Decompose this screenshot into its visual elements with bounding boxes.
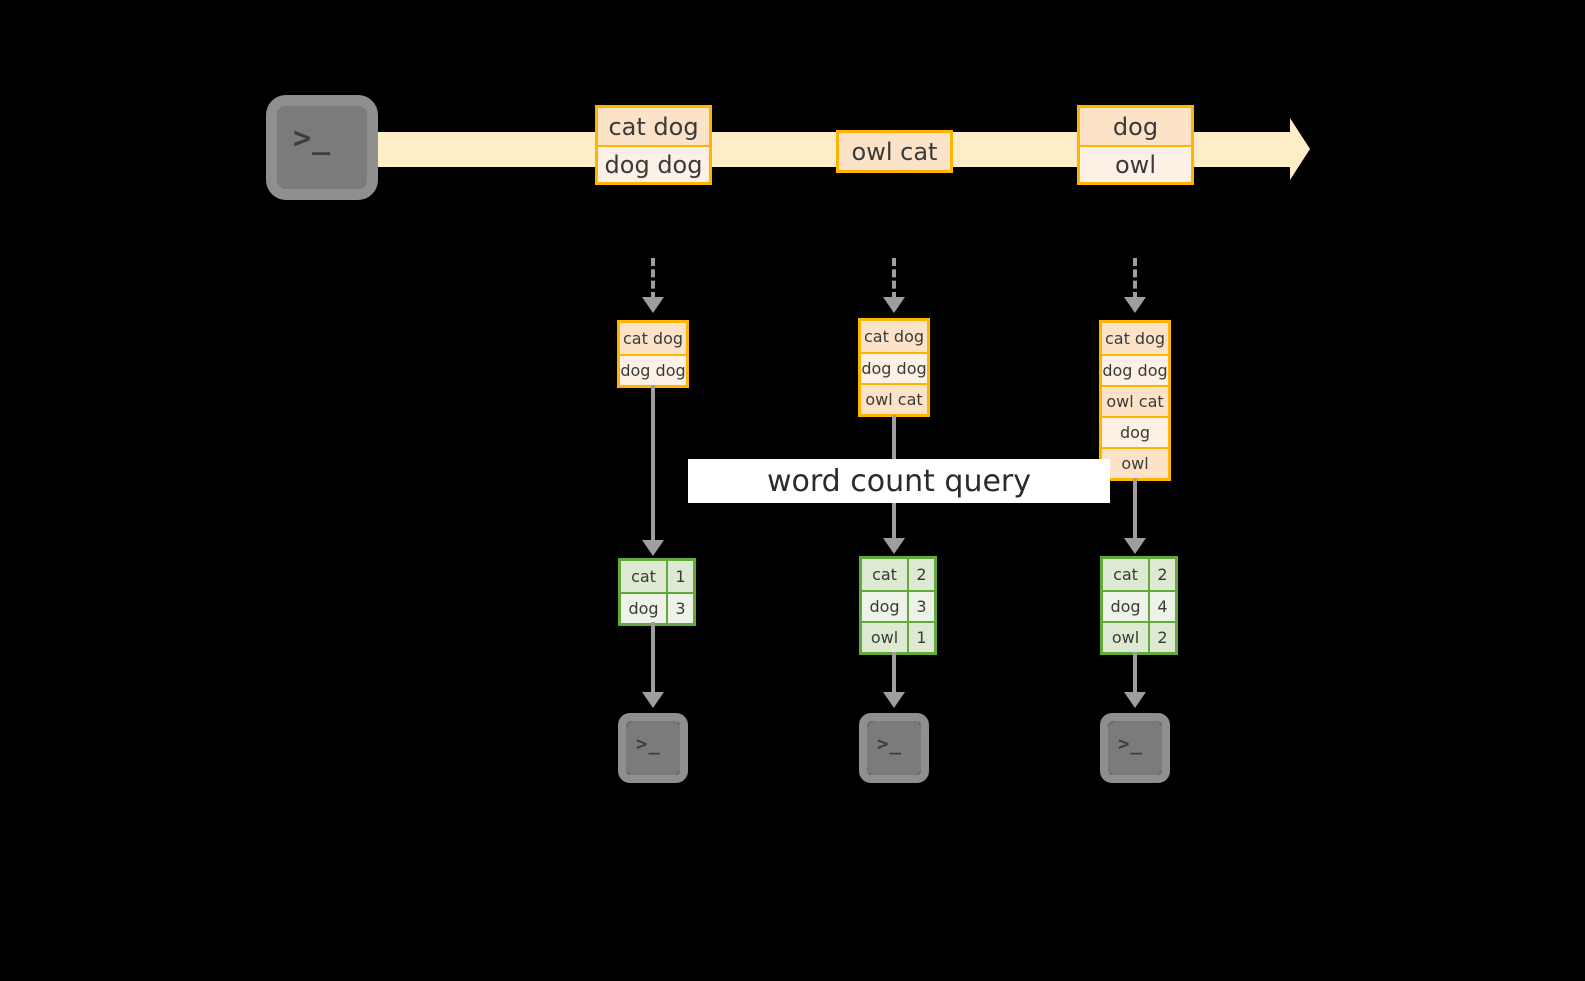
result-table-2: cat 2 dog 3 owl 1: [859, 556, 937, 655]
result-count: 4: [1148, 592, 1175, 621]
input-row: dog dog: [861, 352, 927, 383]
trigger-connector-1: [651, 258, 655, 300]
input-row: cat dog: [620, 323, 686, 354]
stream-event-3: dog owl: [1077, 105, 1194, 185]
query-connector-arrow-1: [642, 540, 664, 556]
trigger-connector-arrow-2: [883, 297, 905, 313]
result-word: dog: [1103, 592, 1148, 621]
result-count: 3: [666, 594, 693, 623]
result-row: owl 2: [1103, 621, 1175, 652]
terminal-screen: >_: [626, 721, 680, 775]
query-banner: word count query: [688, 459, 1110, 503]
input-table-2: cat dog dog dog owl cat: [858, 318, 930, 417]
result-word: owl: [1103, 623, 1148, 652]
source-terminal-icon: >_: [266, 95, 378, 200]
input-row: dog dog: [1102, 354, 1168, 385]
terminal-screen: >_: [867, 721, 921, 775]
result-count: 1: [907, 623, 934, 652]
result-count: 2: [1148, 559, 1175, 590]
query-connector-1: [651, 385, 655, 545]
stream-event-1: cat dog dog dog: [595, 105, 712, 185]
trigger-connector-3: [1133, 258, 1137, 300]
terminal-prompt-glyph: >_: [293, 121, 332, 156]
input-row: dog: [1102, 416, 1168, 447]
result-count: 3: [907, 592, 934, 621]
result-word: owl: [862, 623, 907, 652]
result-row: cat 2: [1103, 559, 1175, 590]
sink-terminal-1: >_: [618, 713, 688, 783]
result-word: cat: [621, 561, 666, 592]
result-row: owl 1: [862, 621, 934, 652]
terminal-screen: >_: [277, 106, 367, 189]
sink-connector-1: [651, 622, 655, 697]
terminal-prompt-glyph: >_: [636, 733, 661, 755]
stream-event-line: owl cat: [839, 133, 950, 170]
stream-event-line: cat dog: [598, 108, 709, 145]
result-row: dog 3: [862, 590, 934, 621]
sink-connector-arrow-1: [642, 692, 664, 708]
result-count: 1: [666, 561, 693, 592]
stream-event-line: dog: [1080, 108, 1191, 145]
result-row: dog 3: [621, 592, 693, 623]
result-count: 2: [907, 559, 934, 590]
stream-event-2: owl cat: [836, 130, 953, 173]
input-row: owl cat: [1102, 385, 1168, 416]
sink-terminal-3: >_: [1100, 713, 1170, 783]
stream-event-line: owl: [1080, 145, 1191, 182]
input-row: dog dog: [620, 354, 686, 385]
query-connector-arrow-3: [1124, 538, 1146, 554]
input-row: cat dog: [861, 321, 927, 352]
terminal-screen: >_: [1108, 721, 1162, 775]
result-table-3: cat 2 dog 4 owl 2: [1100, 556, 1178, 655]
input-table-1: cat dog dog dog: [617, 320, 689, 388]
result-row: cat 1: [621, 561, 693, 592]
sink-connector-2: [892, 652, 896, 697]
input-row: owl: [1102, 447, 1168, 478]
result-word: dog: [621, 594, 666, 623]
terminal-prompt-glyph: >_: [1118, 733, 1143, 755]
query-connector-3: [1133, 478, 1137, 543]
trigger-connector-arrow-3: [1124, 297, 1146, 313]
input-row: cat dog: [1102, 323, 1168, 354]
query-connector-arrow-2: [883, 538, 905, 554]
input-table-3: cat dog dog dog owl cat dog owl: [1099, 320, 1171, 481]
result-word: dog: [862, 592, 907, 621]
terminal-prompt-glyph: >_: [877, 733, 902, 755]
sink-terminal-2: >_: [859, 713, 929, 783]
result-word: cat: [1103, 559, 1148, 590]
result-count: 2: [1148, 623, 1175, 652]
sink-connector-arrow-2: [883, 692, 905, 708]
stream-event-line: dog dog: [598, 145, 709, 182]
input-row: owl cat: [861, 383, 927, 414]
trigger-connector-2: [892, 258, 896, 300]
stream-arrow-head: [1290, 118, 1310, 180]
result-row: cat 2: [862, 559, 934, 590]
result-word: cat: [862, 559, 907, 590]
result-row: dog 4: [1103, 590, 1175, 621]
result-table-1: cat 1 dog 3: [618, 558, 696, 626]
trigger-connector-arrow-1: [642, 297, 664, 313]
sink-connector-3: [1133, 652, 1137, 697]
sink-connector-arrow-3: [1124, 692, 1146, 708]
query-banner-label: word count query: [766, 463, 1032, 499]
